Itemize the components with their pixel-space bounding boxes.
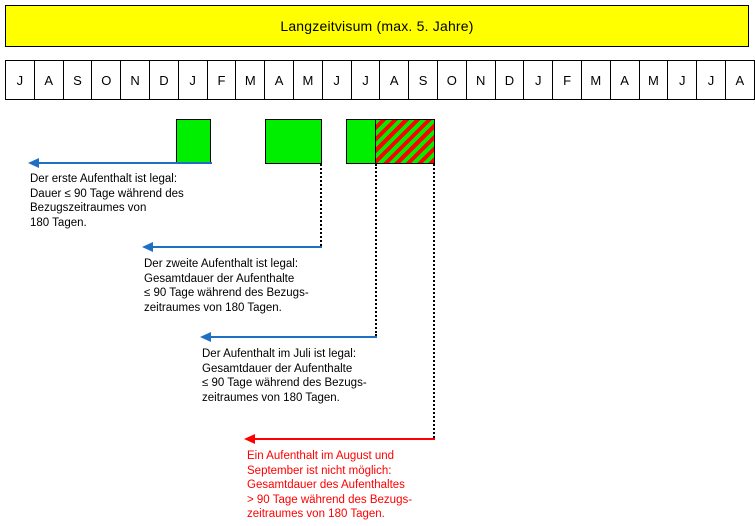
arrow-shaft	[150, 246, 322, 248]
arrow-head-icon	[244, 434, 255, 444]
month-cell: D	[494, 60, 525, 100]
connector-line-stay2	[320, 164, 322, 246]
arrow-head-icon	[28, 158, 39, 168]
stay-block-4-august-september-blocked	[375, 119, 435, 164]
month-cell: N	[120, 60, 150, 100]
stay-block-3-july	[346, 119, 376, 164]
month-cell: J	[350, 60, 381, 100]
month-cell: J	[667, 60, 698, 100]
month-cell: D	[148, 60, 179, 100]
month-cell: A	[33, 60, 64, 100]
visa-title-bar: Langzeitvisum (max. 5. Jahre)	[5, 5, 749, 47]
arrow-shaft	[208, 336, 377, 338]
month-cell: M	[638, 60, 669, 100]
month-cell: A	[379, 60, 410, 100]
arrow-head-icon	[142, 242, 153, 252]
month-cell: J	[523, 60, 554, 100]
arrow-annotation-1	[28, 158, 212, 168]
annotation-text-2: Der zweite Aufenthalt ist legal: Gesamtd…	[144, 258, 309, 314]
arrow-shaft	[252, 438, 435, 440]
month-cell: F	[552, 60, 582, 100]
month-cell: F	[206, 60, 237, 100]
month-cell: O	[436, 60, 467, 100]
month-cell: M	[580, 60, 611, 100]
annotation-text-3: Der Aufenthalt im Juli ist legal: Gesamt…	[202, 348, 367, 404]
arrow-head-icon	[200, 332, 211, 342]
month-cell: S	[62, 60, 93, 100]
arrow-annotation-3	[200, 332, 377, 342]
month-cell: A	[609, 60, 640, 100]
stay-block-1-january	[176, 119, 211, 164]
month-cell: N	[465, 60, 496, 100]
connector-line-stay3	[375, 164, 377, 336]
arrow-shaft	[36, 162, 212, 164]
month-cell: O	[91, 60, 122, 100]
month-cell: M	[235, 60, 266, 100]
month-cell: J	[5, 60, 35, 100]
annotation-text-4: Ein Aufenthalt im August und September i…	[247, 450, 413, 520]
month-cell: A	[724, 60, 755, 100]
arrow-annotation-2	[142, 242, 322, 252]
arrow-annotation-4	[244, 434, 435, 444]
annotation-text-1: Der erste Aufenthalt ist legal: Dauer ≤ …	[30, 173, 184, 229]
month-cell: A	[264, 60, 294, 100]
page-title: Langzeitvisum (max. 5. Jahre)	[280, 18, 474, 34]
month-cell: M	[292, 60, 323, 100]
month-cell: J	[696, 60, 726, 100]
month-cell: S	[408, 60, 438, 100]
connector-line-stay4	[433, 164, 435, 438]
month-cell: J	[321, 60, 352, 100]
month-cell: J	[177, 60, 208, 100]
stay-block-2-april-may	[265, 119, 322, 164]
